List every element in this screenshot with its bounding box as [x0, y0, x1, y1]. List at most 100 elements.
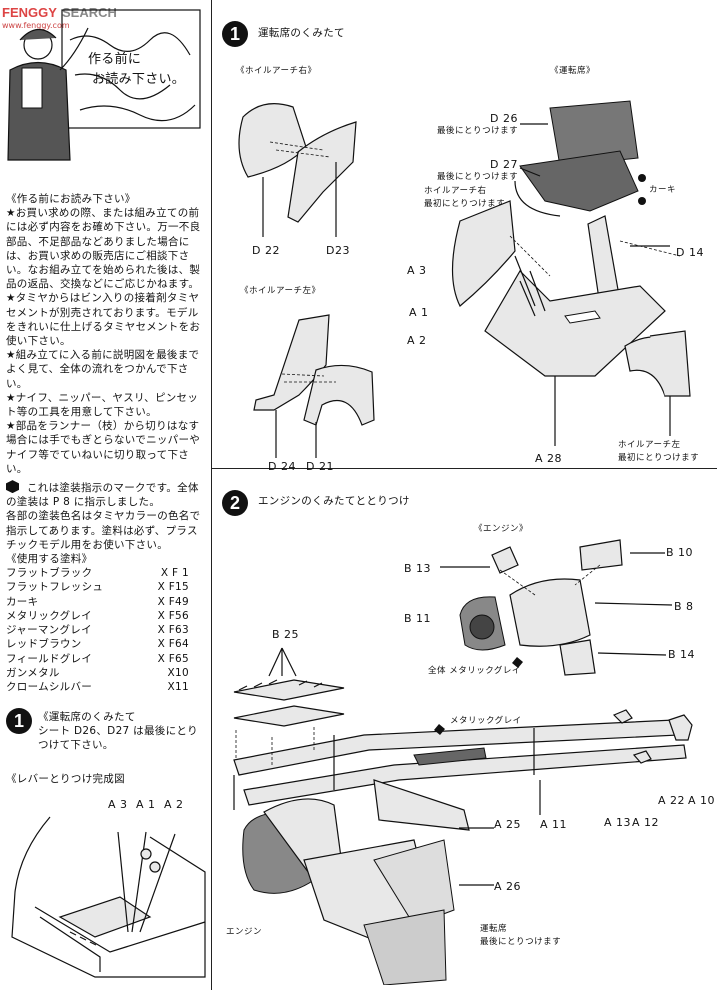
paint-row: フラットブラック X F 1 [6, 566, 189, 580]
part-a25: A 25 [494, 818, 522, 831]
label-a1: A 1 [136, 798, 156, 811]
wheel-arch-right-caption: 《ホイルアーチ右》 [236, 66, 317, 76]
engine-caption: 《エンジン》 [474, 524, 529, 534]
paint-code: X10 [167, 666, 189, 679]
paint-row: フラットフレッシュ X F15 [6, 580, 189, 594]
paint-code: X F 1 [160, 567, 189, 580]
arch-left-note: 最初にとりつけます [618, 453, 700, 463]
part-a2: A 2 [407, 334, 427, 347]
part-b11: B 11 [404, 612, 432, 625]
step2-title: エンジンのくみたてととりつけ [258, 495, 410, 507]
step1-note-title: 《運転席のくみたて [38, 711, 136, 723]
paint-note-first: これは塗装指示のマークです。全体の塗装は P 8 に指示しました。 [6, 482, 199, 509]
metallic-grey-label: メタリックグレイ [450, 716, 522, 726]
paint-code: X11 [167, 680, 189, 693]
wheel-arch-left-diagram [253, 314, 375, 458]
step1-note-text: シート D26、D27 は最後にとりつけて下さい。 [38, 725, 198, 752]
part-d23: D23 [326, 244, 350, 257]
arch-left-label: ホイルアーチ左 [618, 440, 681, 450]
part-a10: A 10 [688, 794, 716, 807]
step-divider [212, 468, 717, 469]
part-b8: B 8 [674, 600, 694, 613]
part-d26-note: 最後にとりつけます [437, 126, 519, 136]
paints-heading: 《使用する塗料》 [6, 553, 93, 566]
read-first-sign: 作る前に お読み下さい。 [88, 50, 185, 90]
part-d27-note: 最後にとりつけます [437, 172, 519, 182]
paint-row: メタリックグレイ X F56 [6, 609, 189, 623]
step1-note-number: 1 [6, 708, 32, 734]
step2-number: 2 [222, 490, 248, 516]
paint-mark-icon [6, 480, 19, 494]
paint-name: レッドブラウン [6, 638, 82, 651]
part-a22: A 22 [658, 794, 686, 807]
wheel-arch-left-caption: 《ホイルアーチ左》 [240, 286, 321, 296]
part-a11: A 11 [540, 818, 568, 831]
step1-note: 《運転席のくみたて シート D26、D27 は最後にとりつけて下さい。 [38, 710, 208, 753]
khaki-paint-label: カーキ [649, 185, 677, 195]
paint-name: クロームシルバー [6, 680, 93, 693]
paint-code: X F15 [157, 581, 189, 594]
paint-code: X F64 [157, 638, 189, 651]
part-a13: A 13 [604, 816, 632, 829]
cab-note: 最後にとりつけます [480, 937, 562, 947]
part-b14: B 14 [668, 648, 696, 661]
watermark-brand: FENGGY [2, 5, 57, 20]
paints-list: フラットブラック X F 1 フラットフレッシュ X F15 カーキ X F49 メタ… [6, 566, 205, 694]
lever-diagram [11, 816, 206, 978]
intro-para-4: ★ナイフ、ニッパー、ヤスリ、ピンセット等の工具を用意して下さい。 [6, 391, 199, 419]
part-d27: D 27 [490, 158, 518, 171]
overall-paint-label: 全体 メタリックグレイ [428, 666, 521, 676]
paint-name: メタリックグレイ [6, 609, 92, 622]
paint-name: ガンメタル [6, 666, 60, 679]
step1-number: 1 [222, 21, 248, 47]
paint-name: フラットフレッシュ [6, 581, 104, 594]
paint-note: これは塗装指示のマークです。全体の塗装は P 8 に指示しました。 各部の塗装色… [6, 480, 205, 552]
part-a3: A 3 [407, 264, 427, 277]
cab-assembly-diagram [451, 100, 691, 446]
paint-row: クロームシルバー X11 [6, 680, 189, 694]
part-d21: D 21 [306, 460, 334, 473]
arch-right-note: 最初にとりつけます [424, 199, 506, 209]
intro-para-3: ★組み立てに入る前に説明図を最後までよく見て、全体の流れをつかんで下さい。 [6, 349, 200, 390]
paint-code: X F49 [157, 595, 189, 608]
paint-row: ガンメタル X10 [6, 666, 189, 680]
label-a2: A 2 [164, 798, 184, 811]
watermark-url: www.fenggy.com [2, 21, 70, 30]
paint-row: レッドブラウン X F64 [6, 637, 189, 651]
wheel-arch-right-diagram [238, 103, 357, 237]
watermark-site: SEARCH [62, 5, 117, 20]
column-divider [211, 0, 212, 990]
intro-heading: 《作る前にお読み下さい》 [6, 193, 136, 205]
paint-name: フィールドグレイ [6, 652, 93, 665]
label-a3: A 3 [108, 798, 128, 811]
step1-title: 運転席のくみたて [258, 27, 345, 39]
engine-diagram [440, 539, 673, 676]
paint-code: X F56 [157, 609, 189, 622]
read-first-illustration [7, 9, 201, 161]
chassis-assembly-diagram [233, 647, 693, 985]
part-a12: A 12 [632, 816, 660, 829]
paint-note-rest: 各部の塗装色名はタミヤカラーの色名で指示してあります。塗料は必ず、プラスチックモ… [6, 510, 201, 551]
paint-row: カーキ X F49 [6, 595, 189, 609]
lever-caption: 《レバーとりつけ完成図 [6, 773, 125, 785]
part-a28: A 28 [535, 452, 563, 465]
part-a1: A 1 [409, 306, 429, 319]
engine-label: エンジン [226, 927, 263, 937]
paint-name: フラットブラック [6, 567, 93, 580]
part-b13: B 13 [404, 562, 432, 575]
paint-name: カーキ [6, 595, 39, 608]
intro-section: 《作る前にお読み下さい》 ★お買い求めの際、または組み立ての前には必ず内容をお確… [6, 192, 205, 694]
intro-para-2: ★タミヤからはビン入りの接着剤タミヤセメントが別売されております。モデルをきれい… [6, 292, 201, 348]
part-d14: D 14 [676, 246, 704, 259]
part-b25: B 25 [272, 628, 300, 641]
cab-label: 運転席 [480, 924, 508, 934]
sign-line-1: 作る前に [88, 52, 142, 67]
part-d24: D 24 [268, 460, 296, 473]
seat-caption: 《運転席》 [550, 66, 596, 76]
part-d26: D 26 [490, 112, 518, 125]
watermark: FENGGY SEARCH www.fenggy.com [2, 2, 117, 30]
intro-para-1: ★お買い求めの際、または組み立ての前には必ず内容をお確め下さい。万一不良部品、不… [6, 207, 201, 291]
intro-para-5: ★部品をランナー（枝）から切りはなす場合には手でもぎとらないでニッパーやナイフ等… [6, 420, 201, 475]
